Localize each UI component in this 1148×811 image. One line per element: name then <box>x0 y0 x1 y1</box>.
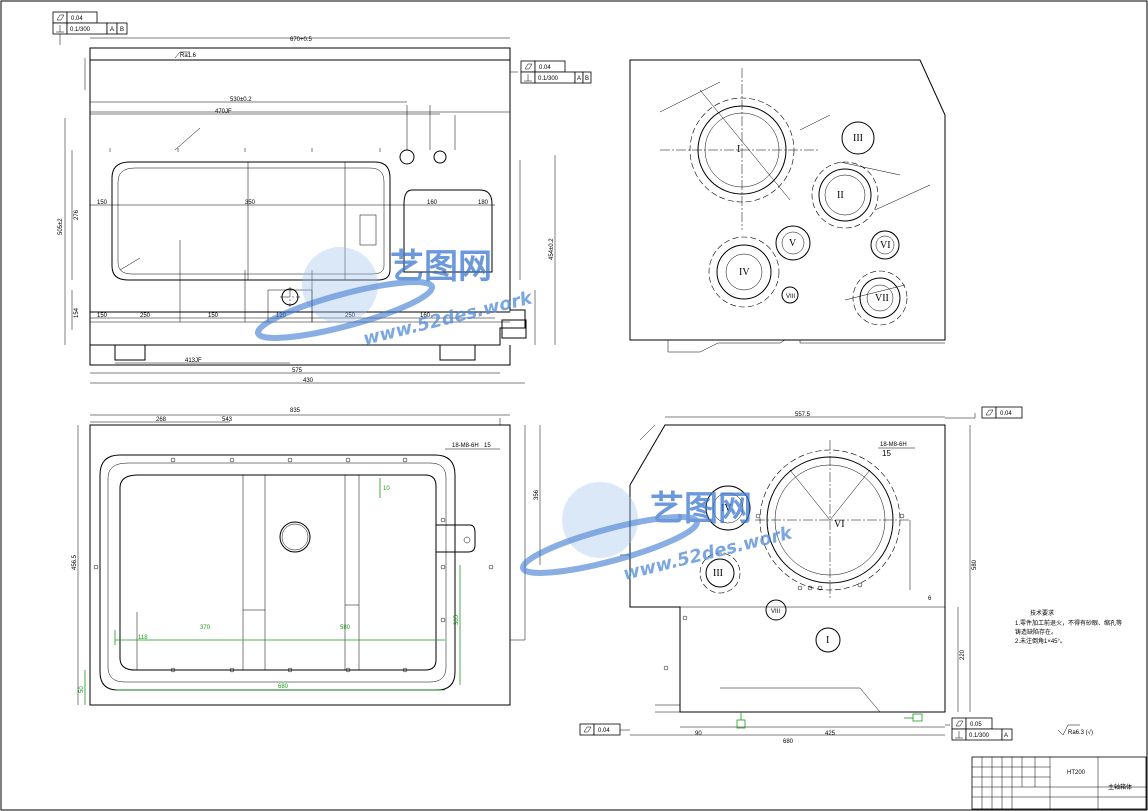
dim-413: 413JF <box>185 358 202 364</box>
datum-b-label: B <box>120 27 124 33</box>
bore-label-i-section: I <box>826 635 829 646</box>
dim-side-220: 220 <box>960 649 966 660</box>
perpendicular-value: 0.1/300 <box>70 27 91 33</box>
side-view-bearing-holes: I II III IV V VI VII VIII <box>629 59 946 353</box>
bore-label-i: I <box>737 144 740 155</box>
bore-label-iii: III <box>853 133 863 144</box>
dim-154: 154 <box>74 307 80 318</box>
dim-160b: 160 <box>420 313 431 319</box>
perpendicular-value: 0.1/300 <box>969 733 990 739</box>
dim-50: 50 <box>79 686 85 693</box>
bore-label-viii: VIII <box>786 294 795 300</box>
front-view: 670+0.5 Ra1.6 530±0.2 470JF 505±2 276 15… <box>58 37 556 384</box>
dim-370: 370 <box>200 625 211 631</box>
surface-finish-symbol <box>1057 724 1080 736</box>
dim-side-90: 90 <box>695 731 702 737</box>
tolerance-frame-top-mid: 0.04 0.1/300 A B <box>510 60 592 84</box>
plan-view: 835 543 268 118 370 580 680 <box>72 408 541 706</box>
section-view: VI IV III VIII I 557.5 680 425 90 580 22… <box>620 412 978 745</box>
flatness-value: 0.04 <box>539 65 551 71</box>
tolerance-frame-bottom-left: 0.04 <box>579 723 630 736</box>
dim-side-580: 580 <box>972 559 978 570</box>
flatness-value: 0.04 <box>71 16 83 22</box>
flatness-value: 0.04 <box>598 728 610 734</box>
bore-label-iii-section: III <box>713 568 723 579</box>
dim-118: 118 <box>138 635 148 641</box>
dim-356: 356 <box>534 489 540 500</box>
dim-150c: 150 <box>208 313 219 319</box>
dim-width-inner: 530±0.2 <box>230 97 252 103</box>
bore-label-v: V <box>789 238 797 249</box>
dim-side-overall: 557.5 <box>795 412 811 418</box>
tech-req-line1: 1.零件加工前退火，不得有砂眼、缩孔等 <box>1015 619 1122 627</box>
dim-150b: 150 <box>97 313 108 319</box>
bore-label-iv-section: IV <box>721 503 732 514</box>
dim-276: 276 <box>74 209 80 220</box>
title-block: HT200 主轴箱体 <box>971 756 1147 810</box>
center-bore <box>279 521 311 553</box>
dim-side-680: 680 <box>783 739 794 745</box>
dim-680: 680 <box>278 684 289 690</box>
dim-250b: 250 <box>345 313 356 319</box>
flatness-value: 0.04 <box>1000 411 1012 417</box>
watermark-url: www.52des.work <box>621 522 795 585</box>
title-material: HT200 <box>1067 770 1086 776</box>
hole <box>399 149 415 165</box>
dim-543: 543 <box>222 417 233 423</box>
hole-qty: 15 <box>484 443 491 449</box>
dim-150a: 150 <box>97 200 108 206</box>
dim-575: 575 <box>292 368 303 374</box>
dim-overall-width: 670+0.5 <box>290 37 313 43</box>
watermark-2: 艺图网 www.52des.work <box>519 482 795 585</box>
datum-a-label: A <box>110 27 114 33</box>
dim-width-a: 470JF <box>215 109 232 115</box>
hole-note: 18-M8-6H <box>452 443 479 449</box>
tech-req-line2: 铸造缺陷存在。 <box>1015 628 1057 636</box>
dim-580: 580 <box>340 625 351 631</box>
datum-b-label: B <box>585 76 589 82</box>
tech-req-line3: 2.未注倒角1×45°。 <box>1015 637 1066 645</box>
dim-350: 350 <box>245 200 256 206</box>
surface-finish-general: Ra6.3 (√) <box>1068 729 1093 736</box>
dim-side-6: 6 <box>928 596 932 602</box>
tolerance-frame-right-mid: 0.04 <box>945 406 1023 419</box>
datum-label: A <box>1004 733 1008 739</box>
bore-label-vi: VI <box>880 240 891 251</box>
dim-side-425: 425 <box>825 731 836 737</box>
technical-requirements: 技术要求 1.零件加工前退火，不得有砂眼、缩孔等 铸造缺陷存在。 2.未注倒角1… <box>1015 609 1122 645</box>
dim-180: 180 <box>478 200 489 206</box>
dim-10: 10 <box>383 486 390 492</box>
dim-250: 250 <box>140 313 151 319</box>
watermark-brand: 艺图网 <box>390 247 492 287</box>
surface-finish-top: Ra1.6 <box>180 53 197 59</box>
side-hole-note: 18-M8-6H <box>880 442 907 448</box>
bore-label-ii: II <box>837 190 844 201</box>
dim-height-left: 505±2 <box>58 218 64 235</box>
dim-305: 305 <box>454 614 460 625</box>
side-hole-qty: 15 <box>882 449 891 458</box>
datum-a-label: A <box>577 76 581 82</box>
tolerance-frame-bottom-right: 0.05 0.1/300 A <box>945 717 1013 741</box>
title-part-name: 主轴箱体 <box>1108 783 1132 791</box>
watermark-1: 艺图网 www.52des.work <box>254 247 535 350</box>
perpendicular-value: 0.1/300 <box>538 76 559 82</box>
tech-req-title: 技术要求 <box>1030 609 1054 617</box>
bore-label-iv: IV <box>739 267 750 278</box>
dim-430: 430 <box>303 378 314 384</box>
tolerance-frame-top-left: 0.04 0.1/300 A B <box>52 11 128 45</box>
bore-label-vi-section: VI <box>834 519 845 530</box>
dim-height-right: 454±0.2 <box>549 238 555 260</box>
watermark-brand: 艺图网 <box>650 489 752 529</box>
bore-label-vii: VII <box>875 293 889 304</box>
hole <box>433 150 447 164</box>
bore-label-viii-section: VIII <box>771 609 780 615</box>
dim-268: 268 <box>156 417 167 423</box>
dim-plan-overall: 835 <box>290 408 301 414</box>
dim-456: 456.5 <box>72 554 78 570</box>
flatness-value: 0.05 <box>970 722 982 728</box>
dim-160a: 160 <box>427 200 438 206</box>
watermark-url: www.52des.work <box>361 287 535 350</box>
